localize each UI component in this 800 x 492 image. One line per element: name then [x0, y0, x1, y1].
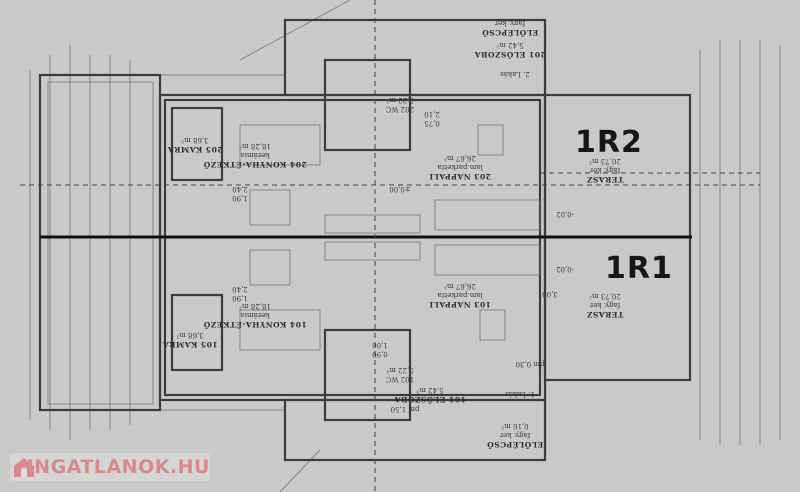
dimension-lines: [29, 0, 781, 492]
svg-text:kerámia: kerámia: [241, 311, 270, 319]
upper-entry-steps-finish: fagy. ker: [494, 19, 525, 27]
wc-door-width: 0,75: [424, 119, 440, 127]
svg-text:1,90: 1,90: [232, 294, 248, 302]
handwritten-1r1: 1R1: [605, 251, 673, 286]
svg-text:205 KAMRA: 205 KAMRA: [167, 145, 222, 154]
svg-text:±0,00: ±0,00: [389, 185, 410, 193]
svg-text:1. Lakás: 1. Lakás: [505, 390, 535, 398]
svg-text:3,68 m²: 3,68 m²: [181, 136, 208, 144]
svg-text:TERASZ: TERASZ: [586, 175, 623, 184]
svg-text:5,22 m²: 5,22 m²: [386, 96, 413, 104]
house-icon: [13, 456, 34, 478]
svg-text:3,68 m²: 3,68 m²: [176, 331, 203, 339]
svg-text:102 WC: 102 WC: [386, 375, 414, 383]
svg-text:0,16 m²: 0,16 m²: [501, 422, 528, 430]
svg-text:2,40: 2,40: [232, 185, 248, 193]
svg-text:204 KONYHA-ÉTKEZŐ: 204 KONYHA-ÉTKEZŐ: [203, 160, 306, 169]
svg-text:18,28 m²: 18,28 m²: [239, 302, 271, 310]
hall-door-height: 1,00: [372, 341, 388, 349]
svg-text:1,90: 1,90: [232, 194, 248, 202]
watermark-logo: INGATLANOK.HU: [10, 453, 210, 481]
svg-text:104 KONYHA-ÉTKEZŐ: 104 KONYHA-ÉTKEZŐ: [203, 320, 306, 329]
svg-text:201 ELŐSZOBA: 201 ELŐSZOBA: [474, 50, 545, 59]
svg-text:-0,02: -0,02: [556, 265, 574, 273]
svg-text:20,73 m²: 20,73 m²: [589, 157, 621, 165]
upper-entry-steps: ELŐLÉPCSŐ: [482, 28, 539, 37]
svg-text:203 NAPPALI: 203 NAPPALI: [429, 172, 491, 181]
svg-text:kerámia: kerámia: [241, 151, 270, 159]
svg-text:103 NAPPALI: 103 NAPPALI: [429, 300, 491, 309]
room-201-number: 201: [529, 50, 546, 59]
svg-text:3,00: 3,00: [542, 290, 558, 298]
eaves-left: [38, 73, 162, 412]
svg-text:lam.parketta: lam.parketta: [437, 163, 482, 171]
svg-text:2. Lakás: 2. Lakás: [500, 70, 530, 78]
svg-text:26,67 m²: 26,67 m²: [444, 154, 476, 162]
svg-text:20,73 m²: 20,73 m²: [589, 292, 621, 300]
upper-terrace-finish: fagy. ker: [589, 166, 620, 174]
svg-text:5,22 m²: 5,22 m²: [386, 366, 413, 374]
svg-text:5,42 m²: 5,42 m²: [416, 386, 443, 394]
walls: [158, 18, 692, 462]
svg-text:ELŐLÉPCSŐ: ELŐLÉPCSŐ: [487, 440, 544, 449]
room-201-name: ELŐSZOBA: [474, 50, 525, 59]
room-201-area: 5,42 m²: [496, 41, 523, 49]
wc-door-height: 2,10: [424, 110, 440, 118]
hall-door-width: 0,90: [372, 350, 388, 358]
svg-text:101 ELŐSZOBA: 101 ELŐSZOBA: [394, 395, 465, 404]
svg-text:105 KAMRA: 105 KAMRA: [162, 340, 217, 349]
svg-text:26,67 m²: 26,67 m²: [444, 282, 476, 290]
lower-terrace-finish: fagy. ker: [589, 301, 620, 309]
svg-text:202 WC: 202 WC: [386, 105, 414, 113]
svg-text:pm 0,30: pm 0,30: [516, 360, 545, 368]
svg-text:TERASZ: TERASZ: [586, 310, 623, 319]
svg-text:lam.parketta: lam.parketta: [437, 291, 482, 299]
handwritten-1r2: 1R2: [575, 125, 643, 160]
svg-text:pm 1,50: pm 1,50: [391, 405, 420, 413]
svg-text:2,40: 2,40: [232, 285, 248, 293]
watermark-text: INGATLANOK.HU: [26, 456, 210, 478]
svg-text:18,28 m²: 18,28 m²: [239, 142, 271, 150]
svg-text:-0,02: -0,02: [556, 210, 574, 218]
lower-entry-steps-finish: fagy. ker: [499, 431, 530, 439]
